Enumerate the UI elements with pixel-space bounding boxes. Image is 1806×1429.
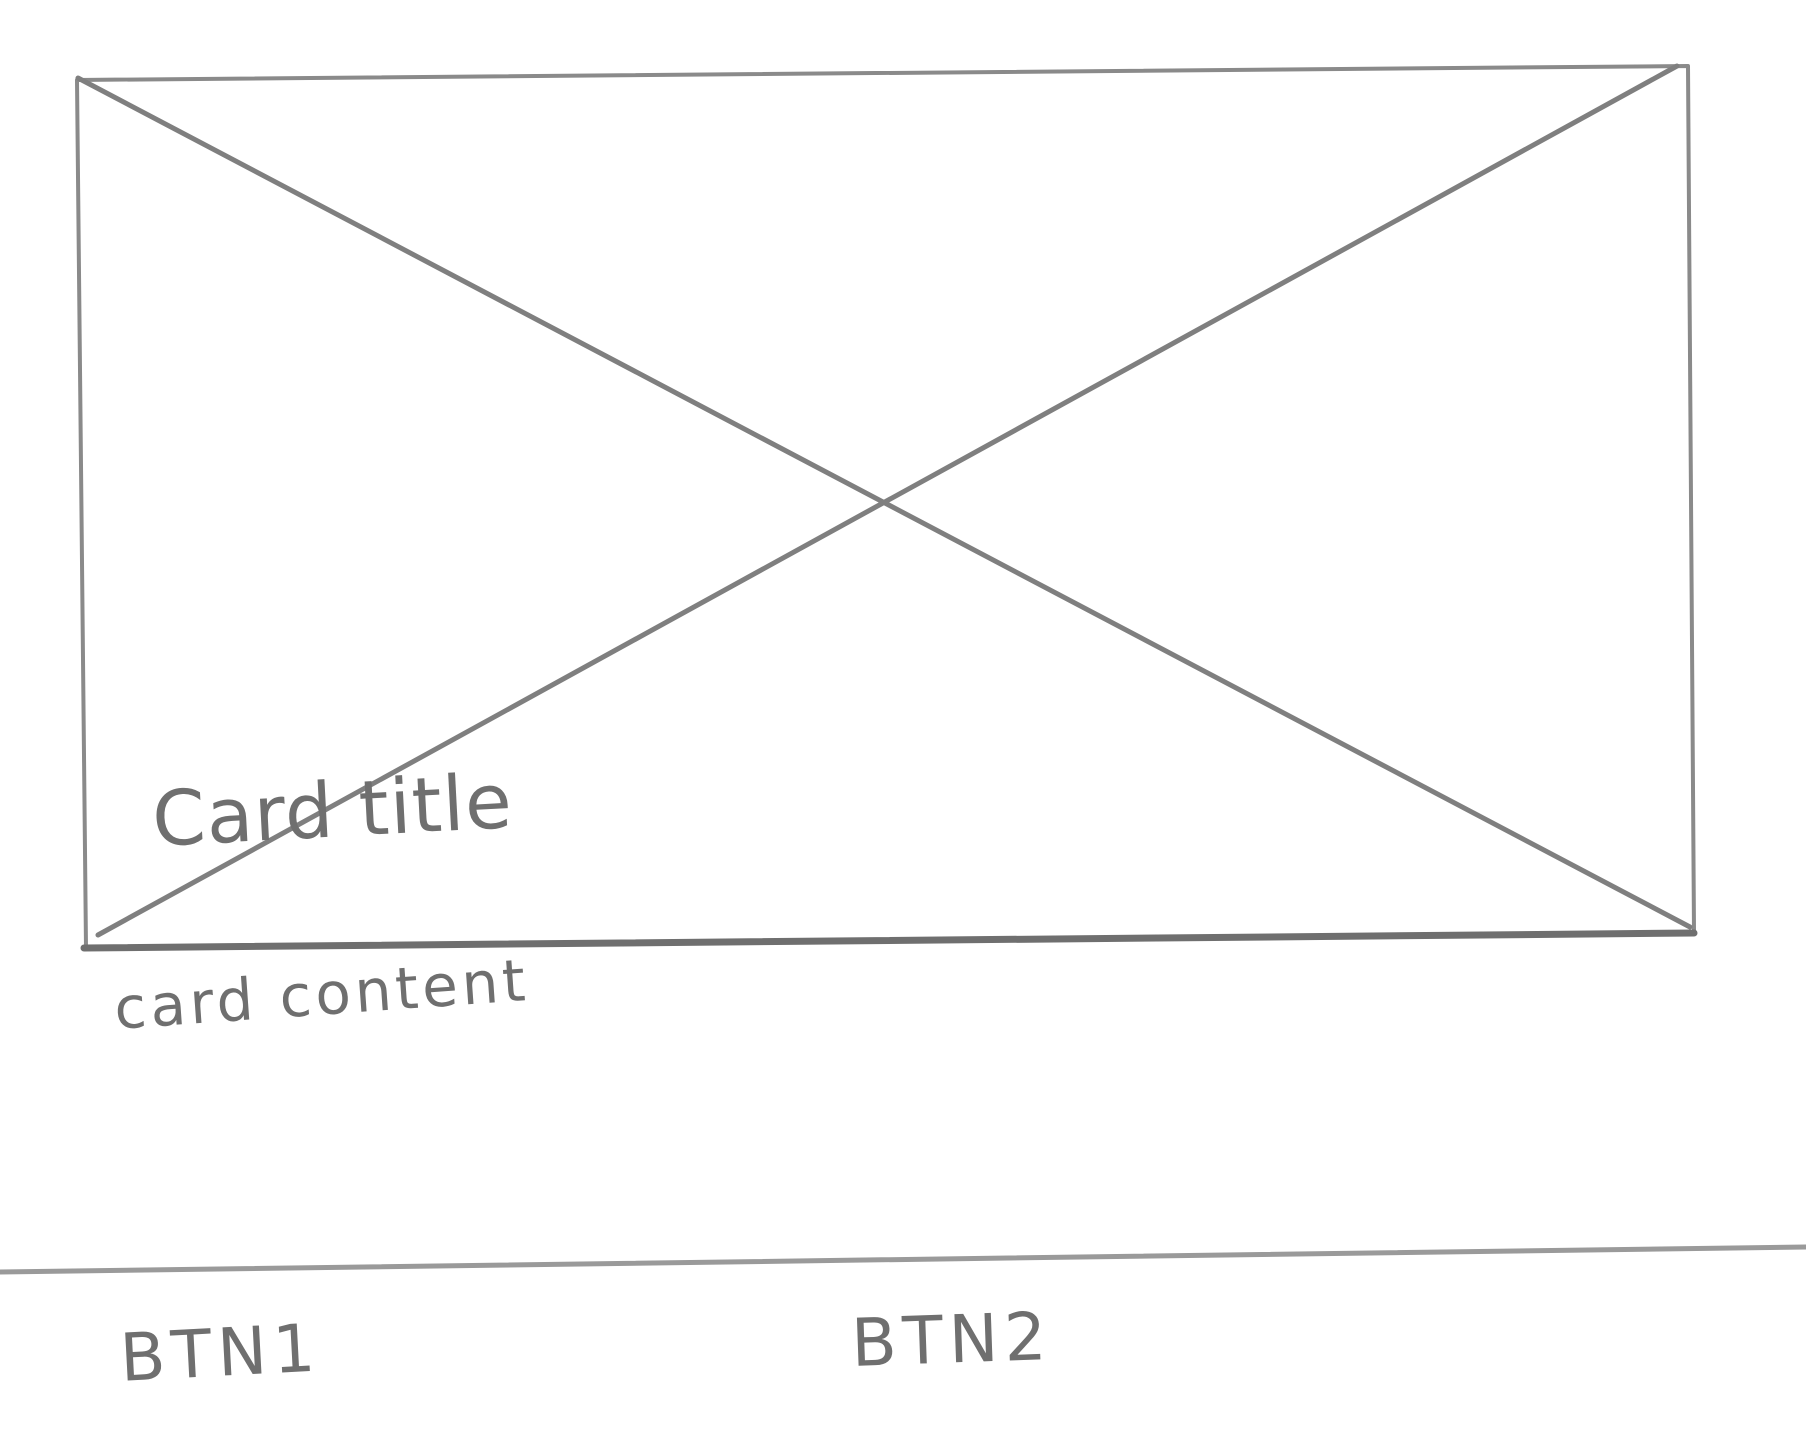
image-placeholder-cross-icon [75,63,1693,938]
actions-divider [0,1244,1806,1275]
media-bottom-edge [80,929,1698,952]
btn1-button[interactable]: BTN1 [118,1309,323,1397]
card-title: Card title [150,756,515,864]
btn2-button[interactable]: BTN2 [850,1297,1054,1382]
card-media-placeholder [75,63,1698,952]
